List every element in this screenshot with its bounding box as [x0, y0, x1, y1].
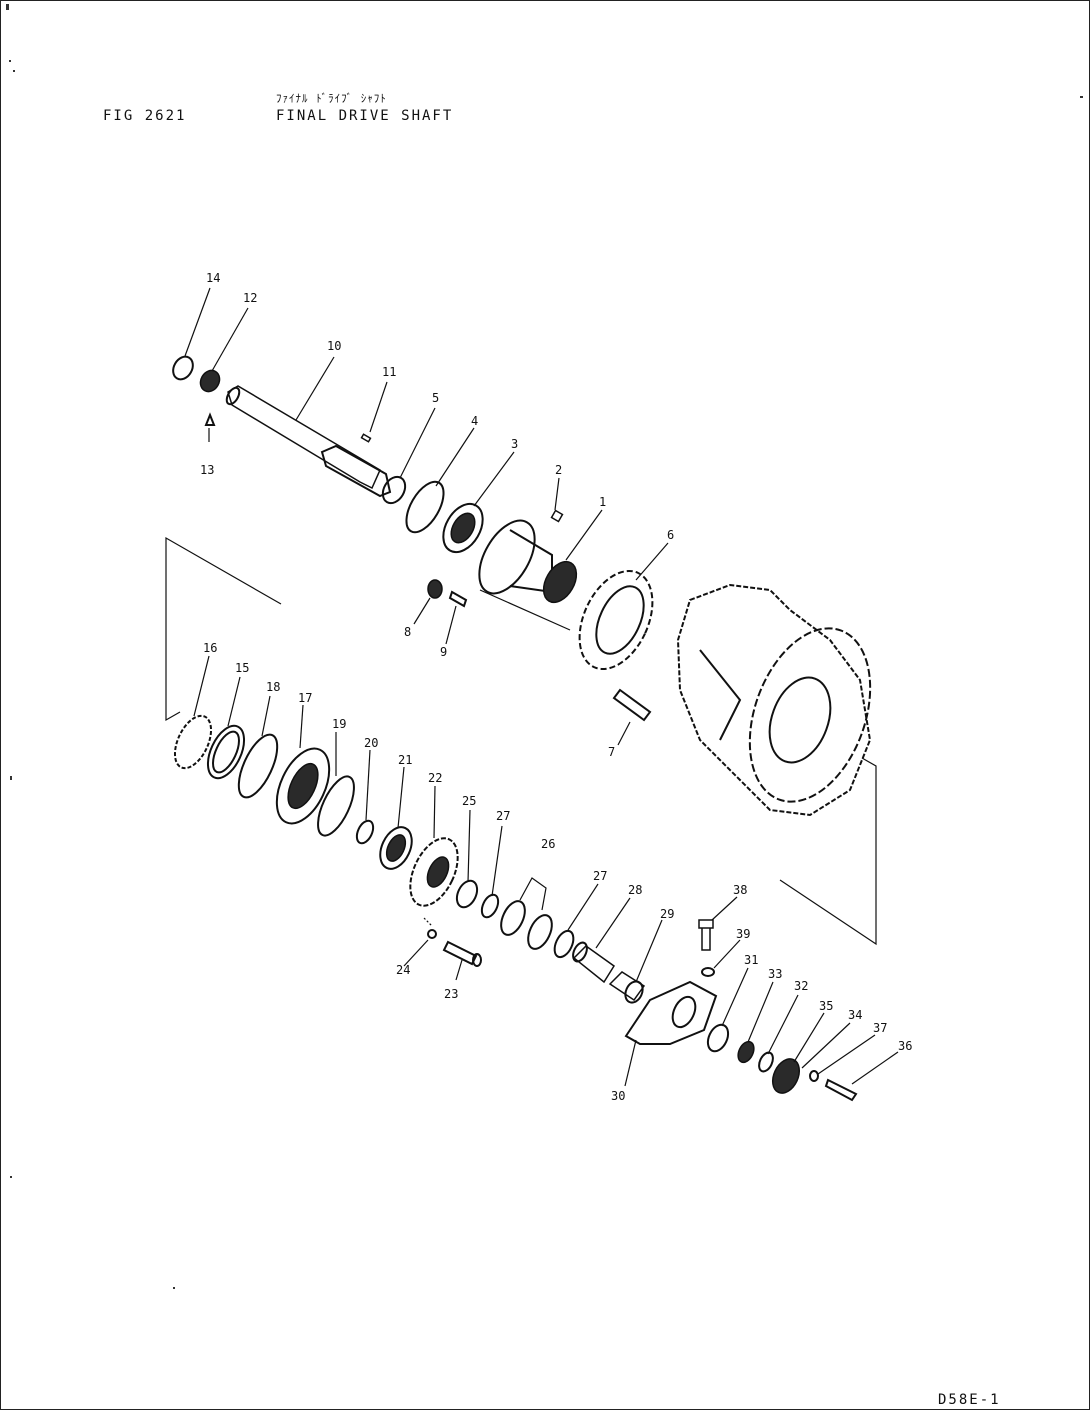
bolt-7: [612, 688, 652, 722]
callout-32: 32: [794, 979, 809, 993]
seal-25: [455, 879, 479, 909]
title-kana: ﾌｧｲﾅﾙ ﾄﾞﾗｲﾌﾞ ｼｬﾌﾄ: [276, 92, 387, 105]
final-drive-case-with-sprocket: [676, 583, 872, 817]
callout-28: 28: [628, 883, 643, 897]
grease-fitting-13: [204, 412, 216, 426]
callout-35: 35: [819, 999, 834, 1013]
callout-14: 14: [206, 271, 221, 285]
scan-speck: [6, 4, 9, 10]
cover-22: [409, 837, 459, 907]
callout-4: 4: [471, 414, 479, 428]
collar-33: [737, 1040, 755, 1064]
seal-26: [500, 900, 553, 950]
scan-speck: [10, 1176, 12, 1178]
bearing-21: [379, 826, 413, 870]
callout-18: 18: [266, 680, 281, 694]
callout-6: 6: [667, 528, 675, 542]
scan-speck: [13, 70, 15, 72]
callout-31: 31: [744, 953, 759, 967]
callout-38: 38: [733, 883, 748, 897]
washer-39: [701, 967, 715, 977]
washer-37: [809, 1070, 819, 1082]
sleeve-28: [572, 941, 616, 984]
lock-washer-16: [173, 714, 213, 770]
figure-number: FIG 2621: [103, 108, 187, 124]
callout-3: 3: [511, 437, 519, 451]
gear-6: [578, 569, 654, 671]
callout-39: 39: [736, 927, 751, 941]
callout-11: 11: [382, 365, 397, 379]
sleeve-29: [608, 971, 646, 1004]
dowel-pin-2: [550, 509, 564, 523]
callout-15: 15: [235, 661, 250, 675]
lock-plate-9: [448, 590, 468, 608]
callout-22: 22: [428, 771, 443, 785]
callout-26: 26: [541, 837, 556, 851]
callout-9: 9: [440, 645, 448, 659]
bearing-3: [442, 502, 484, 554]
callout-13: 13: [200, 463, 215, 477]
bearing-cage-17: [275, 747, 331, 825]
callout-7: 7: [608, 745, 616, 759]
callout-34: 34: [848, 1008, 863, 1022]
bolt-23: [442, 940, 482, 967]
callout-19: 19: [332, 717, 347, 731]
seal-31: [706, 1023, 730, 1053]
bearing-12: [199, 369, 221, 393]
callout-23: 23: [444, 987, 459, 1001]
callout-25: 25: [462, 794, 477, 808]
callout-5: 5: [432, 391, 440, 405]
callout-21: 21: [398, 753, 413, 767]
callout-2: 2: [555, 463, 563, 477]
snap-ring-14: [172, 355, 194, 381]
shaft-10: [225, 385, 392, 498]
key-11: [360, 433, 372, 443]
callout-24: 24: [396, 963, 411, 977]
callout-27: 27: [496, 809, 511, 823]
callout-37: 37: [873, 1021, 888, 1035]
nut-35: [771, 1058, 801, 1094]
o-ring-27: [480, 893, 500, 919]
o-ring-27-b: [553, 929, 575, 959]
callout-27-b: 27: [593, 869, 608, 883]
collar-5: [381, 475, 407, 505]
scan-speck: [9, 60, 11, 62]
page-title: FINAL DRIVE SHAFT: [276, 108, 454, 124]
nut-8: [427, 579, 443, 599]
scan-speck: [1080, 96, 1083, 98]
hub-1: [478, 519, 578, 604]
o-ring-4: [405, 480, 445, 534]
callout-10: 10: [327, 339, 342, 353]
bolt-38: [698, 919, 714, 951]
callout-8: 8: [404, 625, 412, 639]
support-30: [624, 980, 718, 1045]
o-ring-18: [237, 733, 279, 799]
spacer-20: [355, 819, 375, 845]
washer-24: [427, 929, 437, 939]
scan-speck: [173, 1287, 175, 1289]
bolt-36: [824, 1078, 858, 1102]
o-ring-32: [758, 1051, 774, 1073]
callout-30: 30: [611, 1089, 626, 1103]
page-code: D58E-1: [938, 1392, 1001, 1408]
o-ring-19: [317, 775, 355, 837]
callout-36: 36: [898, 1039, 913, 1053]
nut-15: [206, 724, 246, 780]
callout-1: 1: [599, 495, 607, 509]
callout-12: 12: [243, 291, 258, 305]
scan-speck: [10, 776, 12, 780]
callout-16: 16: [203, 641, 218, 655]
callout-20: 20: [364, 736, 379, 750]
callout-17: 17: [298, 691, 313, 705]
callout-33: 33: [768, 967, 783, 981]
callout-29: 29: [660, 907, 675, 921]
